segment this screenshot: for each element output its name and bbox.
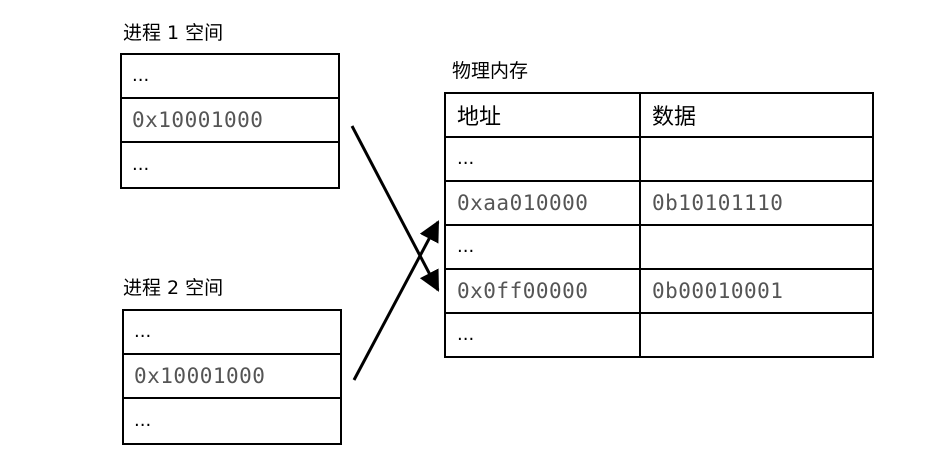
- process2-to-memory-arrow: [352, 220, 440, 381]
- process1-row-text: ...: [132, 65, 150, 86]
- memory-header-row: 地址 数据: [446, 94, 872, 138]
- physical-memory-label: 物理内存: [452, 60, 529, 82]
- process2-row-text: ...: [134, 410, 152, 431]
- process2-address-space: ... 0x10001000 ...: [122, 309, 342, 445]
- memory-row: ...: [446, 314, 872, 356]
- memory-address: ...: [457, 236, 475, 257]
- process2-row: ...: [124, 399, 340, 443]
- memory-data: 0b00010001: [652, 279, 784, 303]
- process2-row-text: ...: [134, 321, 152, 342]
- process1-address-space: ... 0x10001000 ...: [120, 53, 340, 189]
- data-column-header: 数据: [652, 105, 697, 130]
- memory-address: 0x0ff00000: [457, 279, 589, 303]
- process1-row: ...: [122, 55, 338, 99]
- memory-data: 0b10101110: [652, 191, 784, 215]
- process2-row: 0x10001000: [124, 355, 340, 399]
- memory-address: ...: [457, 324, 475, 345]
- process2-virtual-address: 0x10001000: [134, 364, 266, 388]
- process2-row: ...: [124, 311, 340, 355]
- process1-virtual-address: 0x10001000: [132, 108, 264, 132]
- process1-row-text: ...: [132, 154, 150, 175]
- process1-row: 0x10001000: [122, 99, 338, 143]
- address-column-header: 地址: [446, 94, 641, 136]
- memory-address: ...: [457, 148, 475, 169]
- memory-row: 0x0ff00000 0b00010001: [446, 270, 872, 314]
- process2-label: 进程 2 空间: [123, 277, 224, 299]
- memory-row: 0xaa010000 0b10101110: [446, 182, 872, 226]
- memory-row: ...: [446, 138, 872, 182]
- process1-to-memory-arrow: [350, 125, 440, 292]
- physical-memory-table: 地址 数据 ... 0xaa010000 0b10101110 ... 0x0f…: [444, 92, 874, 358]
- process1-row: ...: [122, 143, 338, 187]
- memory-row: ...: [446, 226, 872, 270]
- memory-address: 0xaa010000: [457, 191, 589, 215]
- process1-label: 进程 1 空间: [123, 22, 224, 44]
